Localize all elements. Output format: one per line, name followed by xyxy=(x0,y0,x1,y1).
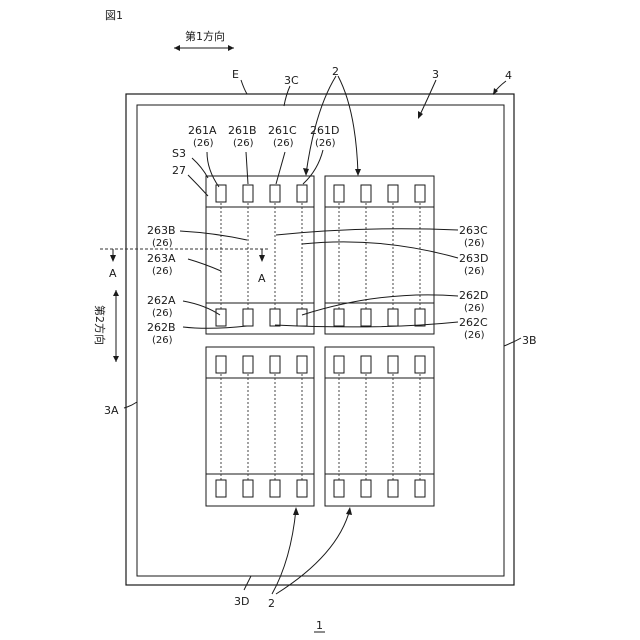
label-262a: 262A xyxy=(147,294,176,307)
section-line-a-a xyxy=(100,249,268,262)
label-2-top: 2 xyxy=(332,65,339,78)
figure-label: 図1 xyxy=(105,9,123,22)
first-direction-arrow xyxy=(174,45,234,51)
label-262a-paren: (26) xyxy=(152,308,173,319)
label-261b: 261B xyxy=(228,124,257,137)
label-263c-paren: (26) xyxy=(464,238,485,249)
label-261d-paren: (26) xyxy=(315,138,336,149)
label-4: 4 xyxy=(505,69,512,82)
label-3c: 3C xyxy=(284,74,299,87)
label-263b-paren: (26) xyxy=(152,238,173,249)
first-direction-label: 第1方向 xyxy=(185,29,225,43)
figure-number: 1 xyxy=(316,619,323,632)
label-s3: S3 xyxy=(172,147,186,160)
label-263a-paren: (26) xyxy=(152,266,173,277)
second-direction-arrow xyxy=(113,290,119,362)
pads-bottom-right-upper xyxy=(334,356,425,373)
label-261a-paren: (26) xyxy=(193,138,214,149)
label-262b-paren: (26) xyxy=(152,335,173,346)
label-261c: 261C xyxy=(268,124,297,137)
label-262d-paren: (26) xyxy=(464,303,485,314)
label-e: E xyxy=(232,68,239,81)
label-261b-paren: (26) xyxy=(233,138,254,149)
section-label-a-right: A xyxy=(258,272,266,285)
label-262d: 262D xyxy=(459,289,488,302)
label-3d: 3D xyxy=(234,595,249,608)
label-263d-paren: (26) xyxy=(464,266,485,277)
label-262c-paren: (26) xyxy=(464,330,485,341)
pads-top-right-upper xyxy=(334,185,425,202)
label-3: 3 xyxy=(432,68,439,81)
label-262c: 262C xyxy=(459,316,488,329)
second-direction-label: 第2方向 xyxy=(93,305,107,345)
pads-bottom-left-upper xyxy=(216,356,307,373)
label-263a: 263A xyxy=(147,252,176,265)
wiring-lines xyxy=(221,199,420,481)
label-3a: 3A xyxy=(104,404,119,417)
pads-top-right-lower xyxy=(334,309,425,326)
pads-top-left-lower xyxy=(216,309,307,326)
label-261a: 261A xyxy=(188,124,217,137)
label-261c-paren: (26) xyxy=(273,138,294,149)
label-3b: 3B xyxy=(522,334,537,347)
label-261d: 261D xyxy=(310,124,339,137)
section-label-a-left: A xyxy=(109,267,117,280)
inner-frame-3 xyxy=(137,105,504,576)
label-263b: 263B xyxy=(147,224,176,237)
pads-top-left-upper xyxy=(216,185,307,202)
pads-bottom-left-lower xyxy=(216,480,307,497)
label-27: 27 xyxy=(172,164,186,177)
label-263c: 263C xyxy=(459,224,488,237)
label-2-bottom: 2 xyxy=(268,597,275,610)
pads-bottom-right-lower xyxy=(334,480,425,497)
label-263d: 263D xyxy=(459,252,488,265)
label-262b: 262B xyxy=(147,321,176,334)
